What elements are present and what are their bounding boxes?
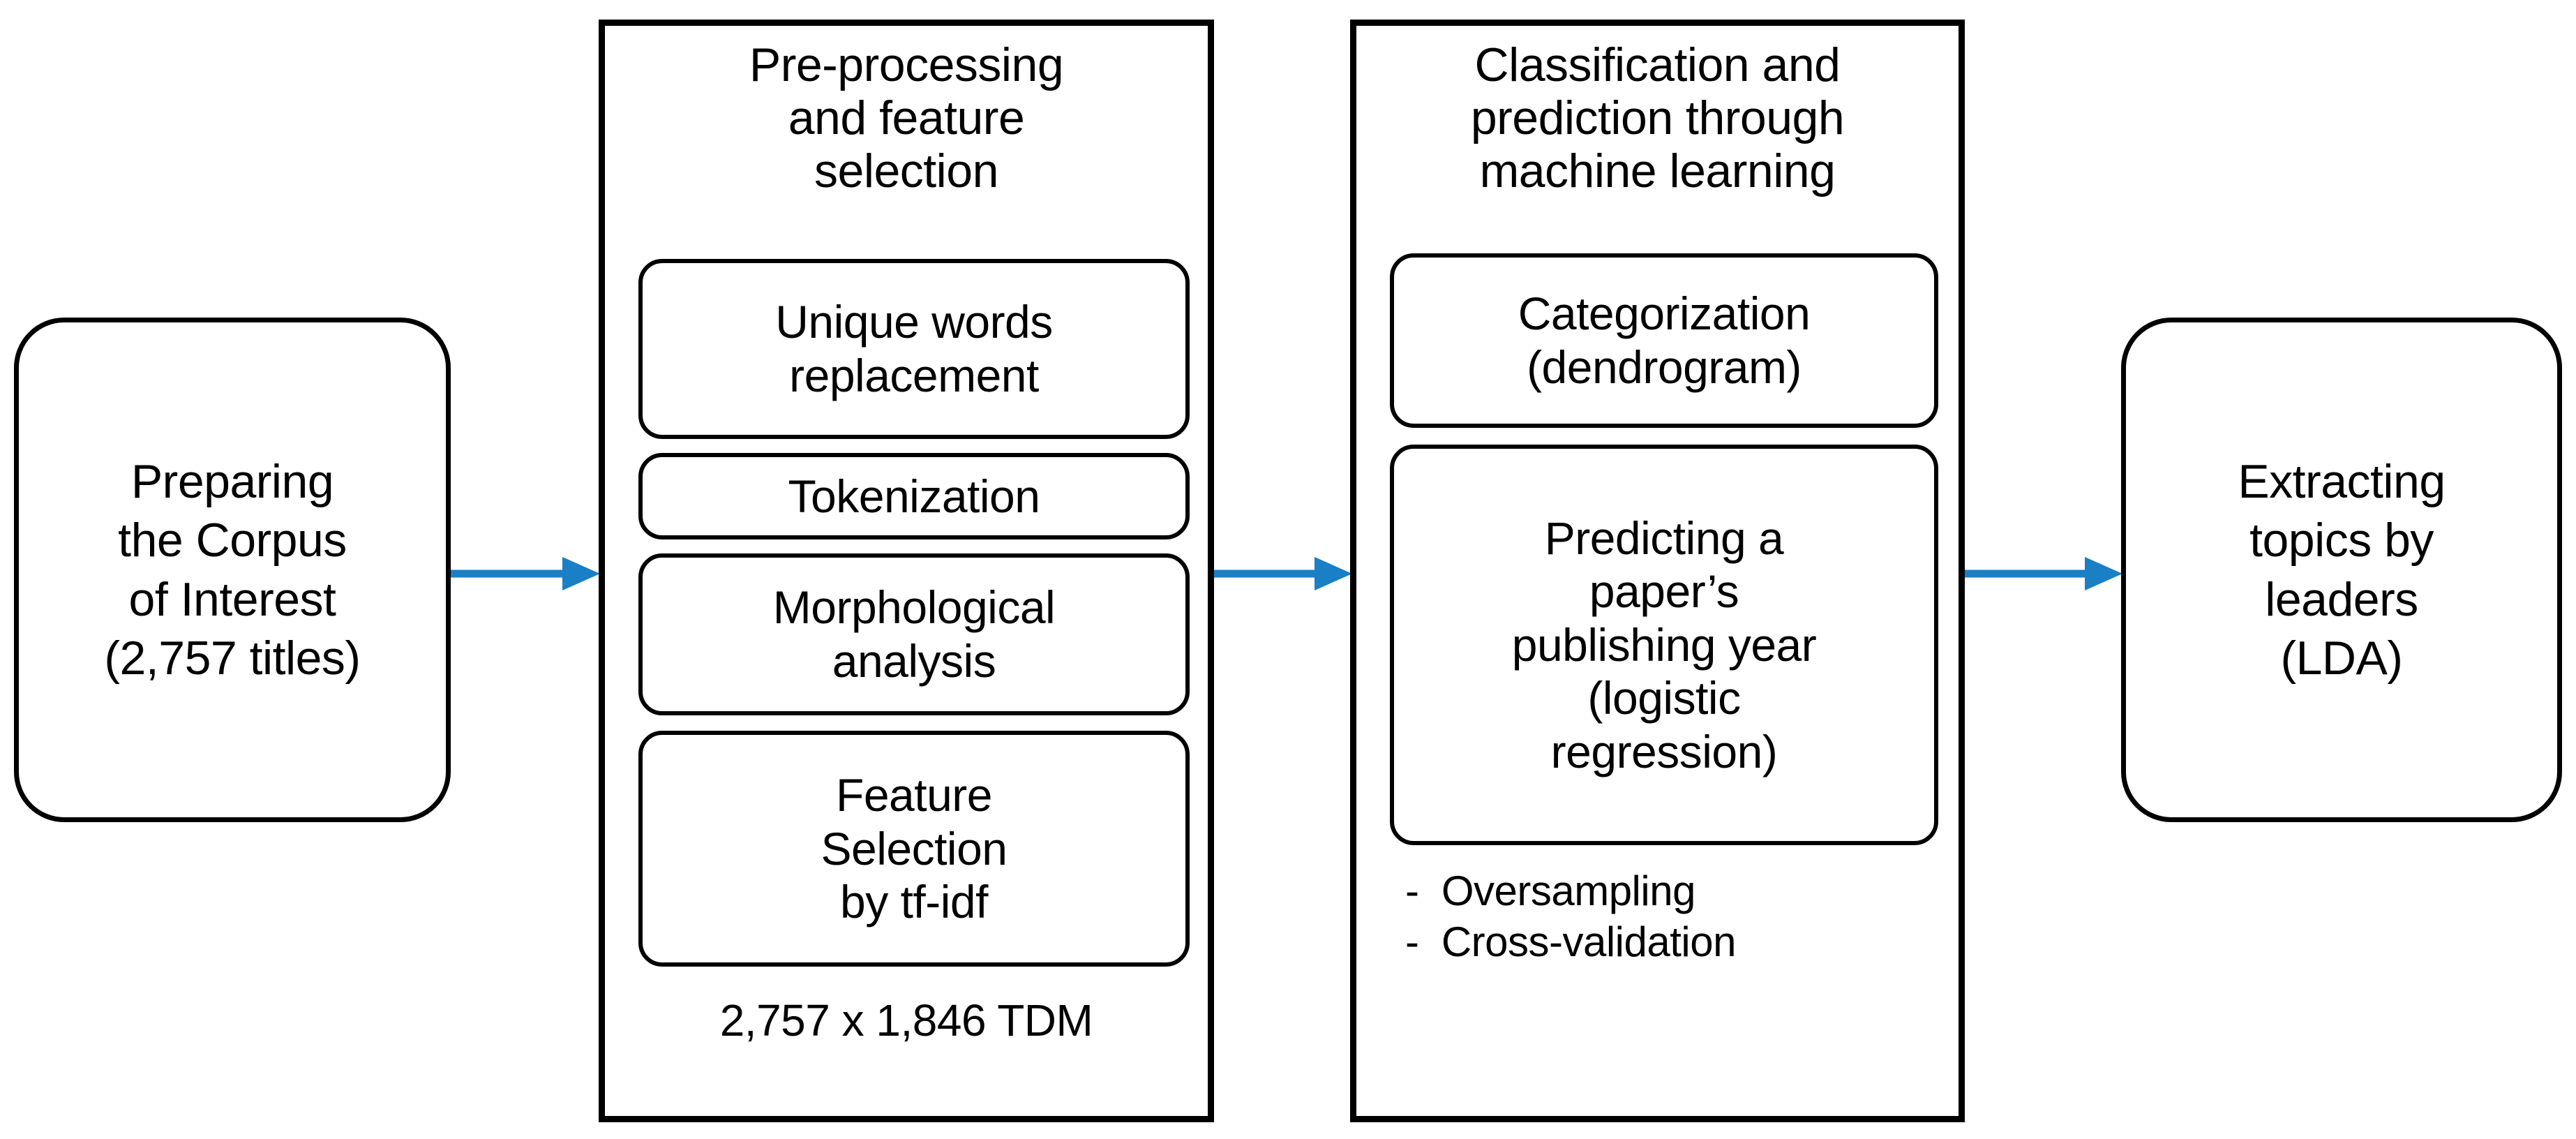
arrow-right-icon-2 (1214, 553, 1352, 595)
step-tokenization[interactable]: Tokenization (638, 453, 1190, 539)
stage-preprocessing-title: Pre-processing and feature selection (749, 38, 1064, 198)
arrow-right-icon-3 (1965, 553, 2122, 595)
stage-extract-topics-label: Extracting topics by leaders (LDA) (2238, 454, 2446, 685)
stage-prepare-corpus: Preparing the Corpus of Interest (2,757 … (14, 318, 451, 822)
step-categorization-dendrogram[interactable]: Categorization (dendrogram) (1390, 253, 1938, 428)
stage-classification: Classification and prediction through ma… (1350, 20, 1965, 1122)
step-unique-words-replacement[interactable]: Unique words replacement (638, 259, 1190, 439)
note-cross-validation: - Cross-validation (1405, 918, 1737, 965)
stage-extract-topics: Extracting topics by leaders (LDA) (2121, 318, 2562, 822)
step-feature-selection-tfidf[interactable]: Feature Selection by tf-idf (638, 731, 1190, 967)
stage-classification-title: Classification and prediction through ma… (1470, 38, 1845, 198)
tdm-caption: 2,757 x 1,846 TDM (719, 995, 1093, 1045)
stage-prepare-corpus-label: Preparing the Corpus of Interest (2,757 … (104, 454, 361, 685)
step-predicting-publishing-year[interactable]: Predicting a paper’s publishing year (lo… (1390, 445, 1938, 845)
arrow-right-icon-1 (451, 553, 600, 595)
step-morphological-analysis[interactable]: Morphological analysis (638, 553, 1190, 715)
note-oversampling: - Oversampling (1405, 868, 1695, 914)
stage-preprocessing: Pre-processing and feature selection Uni… (599, 20, 1214, 1122)
